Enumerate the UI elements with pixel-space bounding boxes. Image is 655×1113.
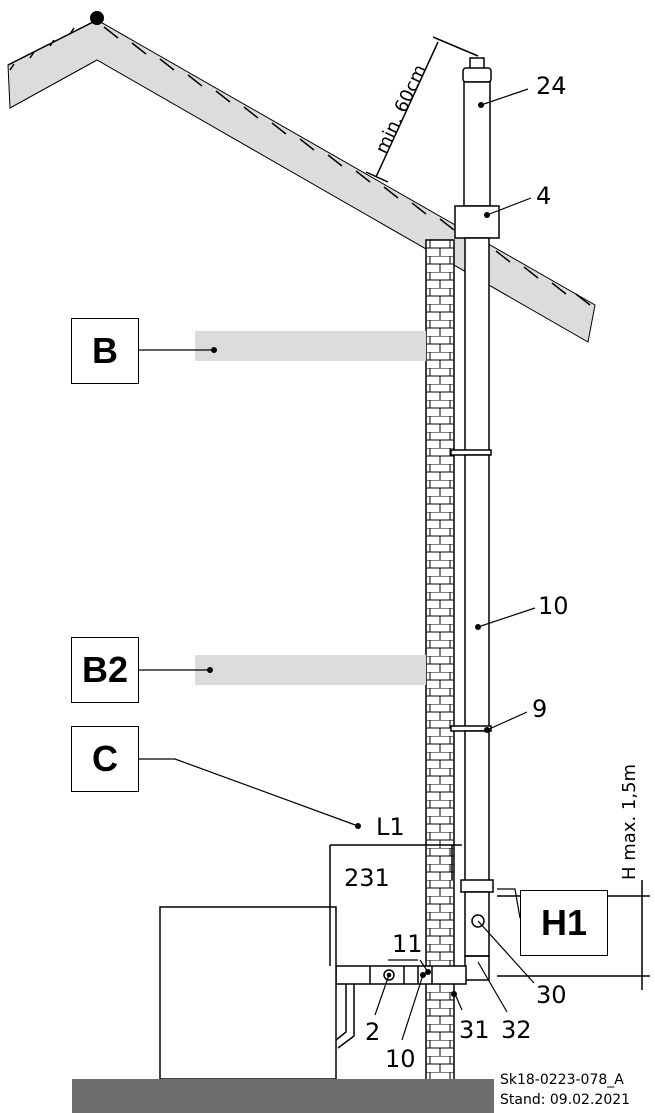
drawing-date: Stand: 09.02.2021 bbox=[500, 1092, 631, 1108]
height-label: H max. 1,5m bbox=[619, 764, 640, 880]
pipe-upper bbox=[464, 237, 490, 453]
flue-terminal-body bbox=[463, 81, 491, 207]
boiler-unit bbox=[159, 906, 337, 1080]
roof-clearance-label: min. 60cm bbox=[371, 61, 430, 157]
zone-b-band bbox=[195, 331, 426, 361]
zone-b2-text: B2 bbox=[81, 649, 129, 690]
leader-dots bbox=[207, 102, 490, 997]
part-label-231: 231 bbox=[344, 864, 390, 892]
part-label-10-lower: 10 bbox=[385, 1045, 416, 1073]
part-label-10-upper: 10 bbox=[538, 592, 569, 620]
roof-slab bbox=[7, 19, 596, 343]
condensate-drain bbox=[335, 984, 355, 1049]
elbow-bend bbox=[464, 955, 490, 981]
part-label-9: 9 bbox=[532, 695, 548, 723]
part-label-24: 24 bbox=[536, 72, 567, 100]
zone-h1-label: H1 bbox=[520, 890, 608, 956]
roof-clearance-dimension bbox=[365, 36, 479, 183]
zone-h1-text: H1 bbox=[540, 902, 588, 943]
ground-slab bbox=[72, 1079, 494, 1113]
pipe-collar-lower bbox=[460, 879, 494, 893]
wall-body bbox=[425, 239, 455, 1086]
part-label-32: 32 bbox=[501, 1016, 532, 1044]
leader-lines bbox=[138, 88, 536, 1041]
zone-b2-label: B2 bbox=[71, 637, 139, 703]
drawing-number: Sk18-0223-078_A bbox=[500, 1072, 624, 1088]
flue-pipe bbox=[450, 57, 500, 981]
length-dimension bbox=[329, 844, 462, 966]
zone-c-text: C bbox=[92, 738, 118, 779]
part-label-2: 2 bbox=[365, 1018, 381, 1046]
brick-wall bbox=[425, 239, 455, 1086]
part-label-31: 31 bbox=[459, 1016, 490, 1044]
length-label: L1 bbox=[376, 813, 405, 841]
roof-collar bbox=[454, 205, 500, 239]
part-label-11: 11 bbox=[392, 930, 423, 958]
flue-terminal-top bbox=[462, 67, 492, 83]
zone-b2-band bbox=[195, 655, 426, 685]
pipe-middle bbox=[464, 454, 490, 728]
part-label-30: 30 bbox=[536, 981, 567, 1009]
pipe-lower bbox=[464, 730, 490, 882]
roof bbox=[7, 11, 596, 343]
zone-c-label: C bbox=[71, 726, 139, 792]
part-label-4: 4 bbox=[536, 182, 552, 210]
zone-b-text: B bbox=[92, 330, 118, 371]
zone-b-label: B bbox=[71, 318, 139, 384]
roof-tiles bbox=[7, 19, 591, 306]
